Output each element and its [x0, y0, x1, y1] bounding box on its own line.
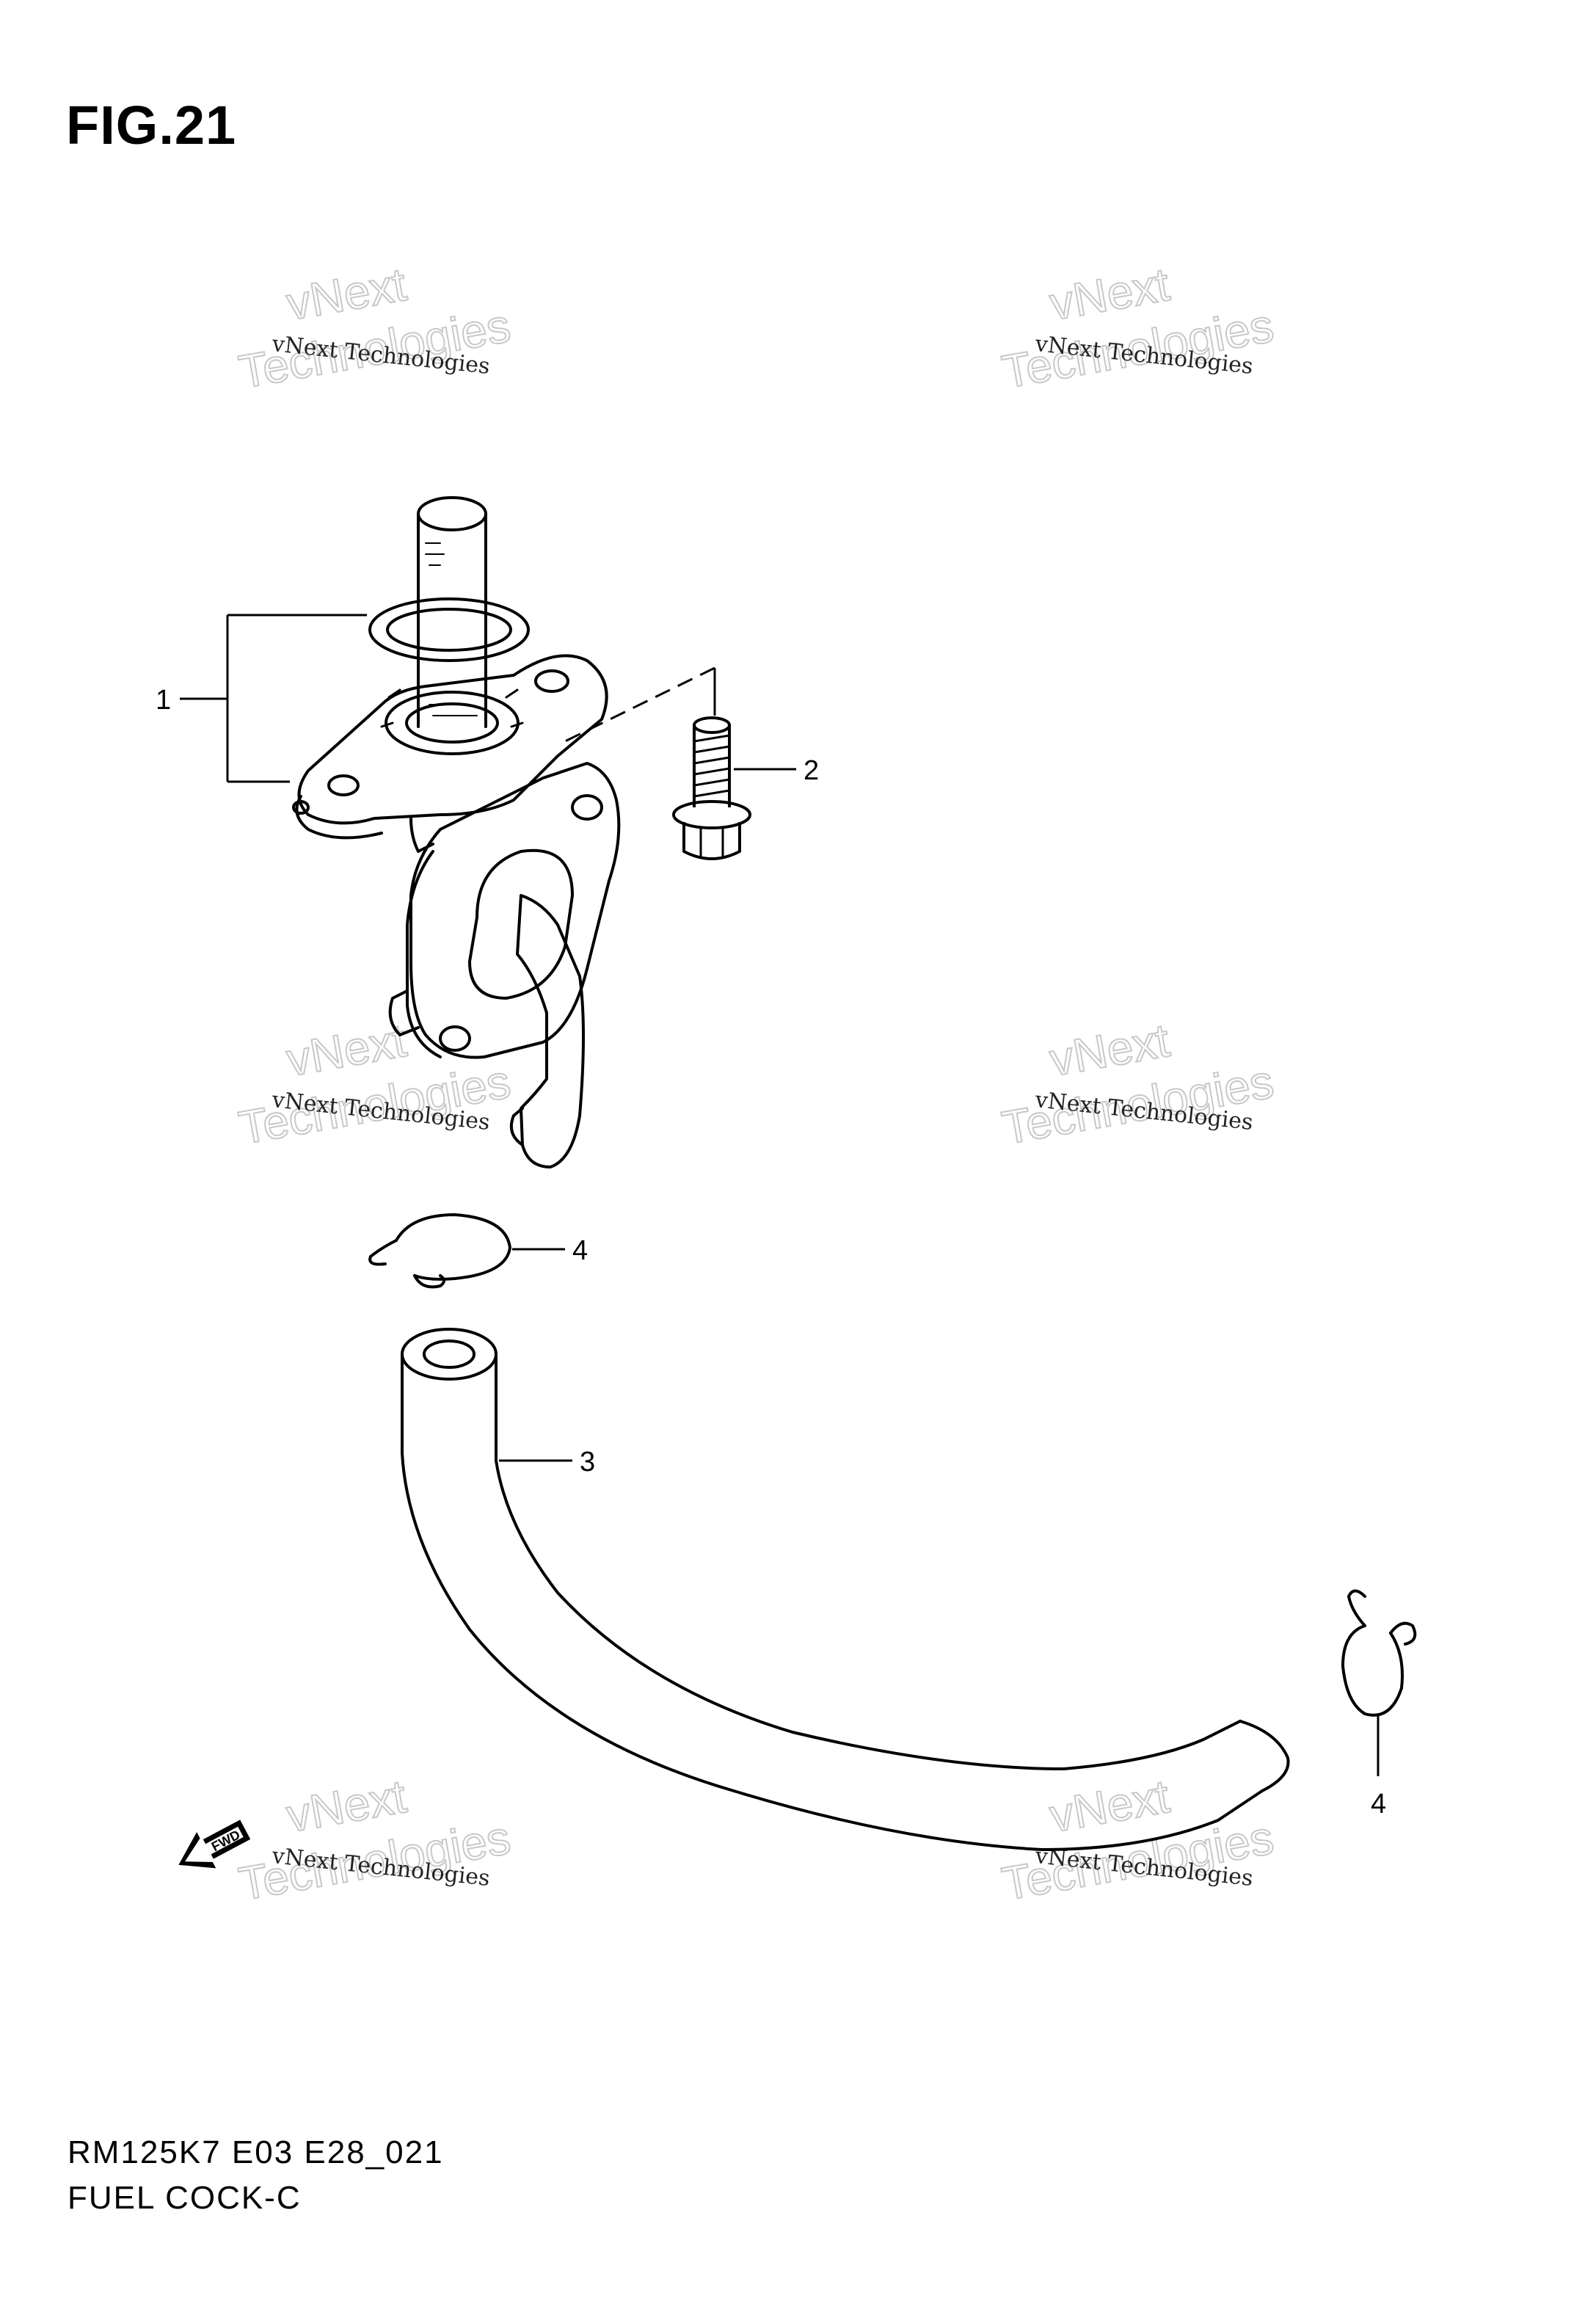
callout-bracket-1: [180, 614, 367, 783]
figure-title: FIG.21: [66, 95, 237, 156]
bolt-head: [684, 822, 740, 859]
clip-tab-side: [1391, 1624, 1415, 1644]
clip-ring: [396, 1215, 510, 1279]
valve-side-spigot: [390, 991, 418, 1035]
hose-outer-edge: [402, 1356, 1262, 1850]
valve-lever-tip: [511, 1108, 522, 1145]
watermark-top-right: vNext Technologies: [997, 257, 1278, 399]
valve-recess: [470, 851, 572, 998]
hose-clip-upper: [370, 1215, 510, 1287]
strainer-mesh: [426, 543, 477, 716]
o-ring-inner: [387, 609, 511, 650]
clip-tab-top: [1349, 1591, 1365, 1626]
callout-4-upper: 4: [572, 1235, 588, 1266]
diagram-name: FUEL COCK-C: [68, 2180, 302, 2216]
hose-end-bottom: [1240, 1721, 1289, 1791]
seat-ring-tabs: [382, 690, 522, 727]
valve-neck: [411, 818, 433, 851]
hose-inner-edge: [496, 1356, 1240, 1769]
flange-plate-thickness: [296, 796, 382, 837]
valve-screw-bottom: [440, 1027, 470, 1050]
strainer-tube-top: [418, 498, 486, 530]
hose-end-top: [402, 1329, 496, 1379]
valve-lever: [517, 895, 583, 1167]
clip-tab-right: [415, 1276, 444, 1287]
clip-tab-left: [370, 1240, 396, 1265]
callout-3: 3: [580, 1447, 595, 1477]
bolt-tip: [694, 718, 729, 733]
hose-clip-lower: [1343, 1591, 1415, 1715]
flange-plate: [299, 655, 607, 823]
valve-body-rim: [407, 851, 440, 1057]
fwd-arrow-icon: FWD: [178, 1820, 251, 1869]
bolt-flange: [674, 801, 750, 828]
valve-screw-top: [572, 796, 602, 819]
o-ring-outer: [370, 599, 528, 661]
valve-body-housing: [411, 763, 619, 1058]
diagram-code: RM125K7 E03 E28_021: [68, 2134, 444, 2170]
flange-hole-right: [536, 671, 568, 691]
bolt-assembly-leader: [564, 666, 716, 743]
callout-1: 1: [156, 685, 171, 716]
callout-4-lower: 4: [1371, 1789, 1386, 1820]
clip-ring: [1343, 1626, 1402, 1715]
flange-bolt: [674, 718, 750, 859]
fuel-hose: [402, 1329, 1289, 1850]
seat-ring-inner: [407, 704, 498, 742]
fuel-cock-assembly: [294, 498, 619, 1167]
flange-hole-small: [294, 801, 308, 813]
seat-ring-outer: [386, 692, 518, 754]
flange-hole-left: [329, 776, 358, 795]
callout-2: 2: [804, 755, 819, 786]
bolt-thread: [694, 735, 729, 796]
hose-end-bore: [424, 1341, 474, 1367]
